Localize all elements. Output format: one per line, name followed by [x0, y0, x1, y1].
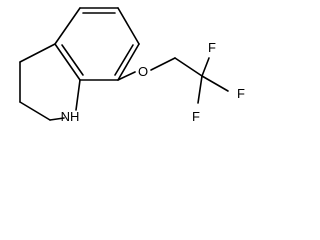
- oxygen-atom-label: O: [138, 64, 148, 79]
- fluorine-atom-label-bottom: F: [192, 109, 200, 124]
- bond-aromatic-c7-c8: [117, 43, 140, 81]
- bond-cf3-f-right: [201, 75, 229, 92]
- bond-ch2-cf3: [174, 57, 203, 77]
- bond-c8-o: [117, 71, 136, 81]
- bond-c4a-c4: [19, 43, 56, 63]
- fluorine-atom-label-right: F: [237, 86, 245, 101]
- bond-cf3-f-bottom: [197, 75, 203, 104]
- bond-o-ch2: [150, 57, 176, 71]
- bond-aromatic-c4a-c5: [54, 7, 81, 45]
- bond-aromatic-c8a-c4a: [54, 43, 81, 81]
- bond-c2-n1: [49, 117, 65, 121]
- nitrogen-h-atom-label: NH: [61, 109, 80, 124]
- fluorine-atom-label-top: F: [208, 40, 216, 55]
- bond-aromatic-c6-c7: [117, 7, 140, 45]
- bond-n1-c8a: [75, 79, 81, 111]
- chemical-structure-diagram: O NH F F F: [19, 7, 245, 124]
- bond-aromatic-c7-c8-inner: [114, 44, 134, 76]
- bond-cf3-f-top: [201, 57, 210, 77]
- bond-aromatic-c8a-c4a-inner: [61, 44, 84, 76]
- bond-c3-c2: [19, 101, 51, 121]
